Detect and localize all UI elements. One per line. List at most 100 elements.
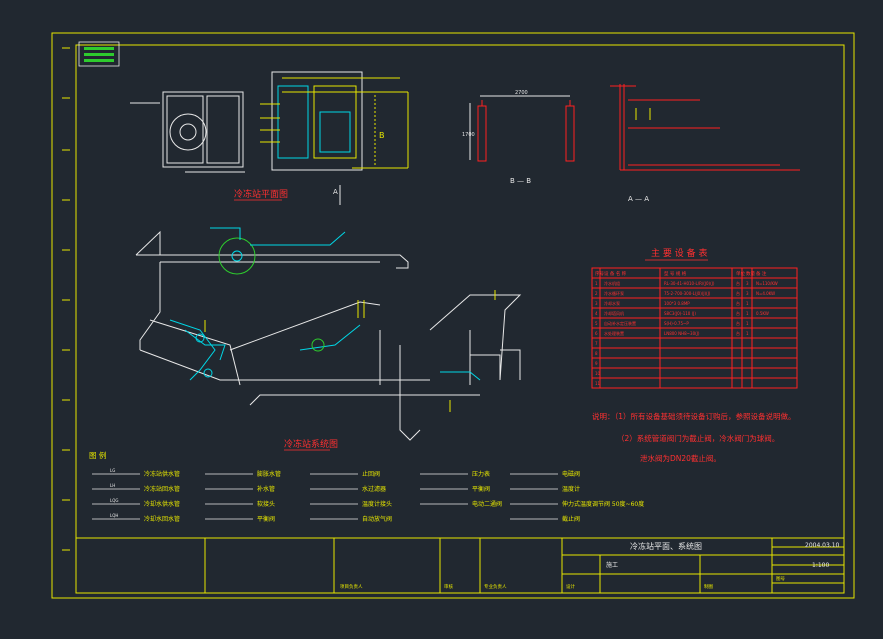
plan-section-label-b: B [379, 131, 385, 140]
field-review: 审核 [444, 583, 453, 590]
table-cell: 1 [746, 301, 749, 306]
legend-item-label: 平衡阀 [257, 515, 275, 523]
table-cell: 台 [736, 290, 740, 296]
legend-code: LQG [110, 498, 118, 503]
dim-1700: 1700 [462, 132, 475, 138]
legend-item-label: 膨胀水管 [257, 470, 281, 478]
table-cell: 8 [595, 351, 598, 356]
table-cell: S(H)-0.75~P [664, 321, 689, 326]
title-block[interactable]: 冷冻站平面、系统图 2004.03.10 1:100 施工 项目负责人 审核 专… [75, 537, 845, 594]
table-cell: 1 [746, 311, 749, 316]
table-cell: N=4.0KW [756, 291, 775, 296]
field-discipline-lead: 专业负责人 [484, 583, 507, 590]
plan-view-title: 冷冻站平面图 [234, 188, 288, 200]
table-header-cell: 数量 [746, 270, 755, 277]
table-cell: LN800 NH8~30(J) [664, 331, 700, 336]
legend-item-label: 伸力式温度调节阀 50度~60度 [562, 500, 644, 508]
table-cell: 冷却塔风机 [604, 310, 624, 316]
table-header-cell: 设 备 名 称 [604, 270, 627, 277]
system-diagram[interactable] [135, 227, 522, 441]
table-cell: 100*3 0.8MP [664, 301, 690, 306]
legend-item-label: 补水管 [257, 485, 275, 493]
legend-item-label: 自动放气阀 [362, 515, 392, 523]
table-cell: 3 [746, 291, 749, 296]
table-cell: 1 [746, 321, 749, 326]
section-aa-view[interactable] [610, 84, 800, 171]
legend-item-label: 冷冻站供水管 [144, 470, 180, 478]
table-cell: RL-30-41-H010-L/R/(J0)(J) [664, 281, 715, 286]
legend-item-label: 平衡阀 [472, 485, 490, 493]
table-cell: 台 [736, 330, 740, 336]
table-cell: 4 [595, 311, 598, 316]
drawing-scale: 1:100 [812, 562, 829, 569]
equipment-table-title: 主 要 设 备 表 [651, 247, 707, 259]
dim-2700: 2700 [515, 90, 528, 96]
table-cell: 台 [736, 320, 740, 326]
section-aa-label: A — A [628, 195, 649, 203]
legend-code: LQH [110, 513, 118, 518]
legend-title: 图 例 [89, 450, 106, 460]
table-header-cell: 单位 [736, 270, 745, 277]
table-cell: 6 [595, 331, 598, 336]
section-bb-view[interactable]: 2700 1700 [462, 90, 575, 162]
table-cell: 自动补水定压装置 [604, 320, 636, 326]
frame-ticks [62, 47, 70, 551]
legend-code: LG [110, 468, 115, 473]
drawing-frame [51, 32, 855, 599]
company-logo [78, 41, 120, 67]
notes-block: 说明：（1）所有设备基础须待设备订购后，参照设备说明做。 （2）系统管道阀门为截… [592, 411, 796, 463]
legend-code: LH [110, 483, 115, 488]
table-header-cell: 备 注 [756, 270, 767, 277]
table-cell: 台 [736, 300, 740, 306]
table-cell: S8C3(J0)-110 (J) [664, 311, 696, 316]
system-diagram-title: 冷冻站系统图 [284, 438, 338, 450]
plan-view[interactable]: B A [130, 71, 409, 205]
drawing-name: 冷冻站平面、系统图 [630, 541, 702, 551]
legend-item-label: 水过滤器 [362, 485, 386, 493]
legend-item-label: 压力表 [472, 470, 490, 478]
legend-item-label: 冷却水回水管 [144, 515, 180, 523]
drawing-date: 2004.03.10 [805, 542, 840, 549]
drawing-stage: 施工 [606, 561, 618, 569]
table-cell: 台 [736, 310, 740, 316]
table-cell: 2 [595, 291, 598, 296]
table-cell: 7 [595, 341, 598, 346]
table-cell: 冷水循环泵 [604, 290, 624, 296]
legend-item-label: 止回阀 [362, 470, 380, 478]
field-drawing-no: 图号 [776, 576, 785, 582]
table-row-lines [592, 277, 797, 389]
field-project-lead: 项目负责人 [340, 583, 363, 590]
note-line-1: 说明：（1）所有设备基础须待设备订购后，参照设备说明做。 [592, 411, 796, 421]
note-line-2: （2）系统管道阀门为截止阀，冷水阀门为球阀。 [617, 433, 779, 443]
legend-item-label: 温度计接头 [362, 500, 392, 508]
table-cell: 台 [736, 280, 740, 286]
table-cell: N=110/KW [756, 281, 778, 286]
plan-section-label-a: A [333, 188, 338, 196]
table-cell: 3 [595, 301, 598, 306]
table-cell: 75-2-700-300-L(J0)(J)(J) [664, 291, 711, 296]
table-cell: 3 [746, 281, 749, 286]
table-cell: 10 [595, 371, 601, 376]
table-cell: 5 [595, 321, 598, 326]
legend-item-label: 冷却水供水管 [144, 500, 180, 508]
table-header-cell: 型 号 规 格 [664, 270, 687, 277]
legend-item-label: 温度计 [562, 485, 580, 493]
table-cell: 冷水机组 [604, 280, 620, 286]
table-cell: 1 [595, 281, 598, 286]
legend-item-label: 电动二通阀 [472, 500, 502, 508]
table-cell: 冷却水泵 [604, 300, 620, 306]
table-cell: 0.5KW [756, 311, 769, 316]
table-cell: 1 [746, 331, 749, 336]
field-drafting: 制图 [704, 583, 713, 590]
legend-item-label: 软接头 [257, 500, 275, 508]
legend-item-label: 截止阀 [562, 515, 580, 523]
legend-item-label: 冷冻站回水管 [144, 485, 180, 493]
table-cell: 9 [595, 361, 598, 366]
legend-item-label: 电磁阀 [562, 470, 580, 478]
legend-block: 图 例 LG 冷冻站供水管 LH 冷冻站回水管 LQG 冷却水供水管 LQH 冷却水回水管 膨胀… [89, 450, 644, 523]
section-bb-label: B — B [510, 177, 531, 185]
table-cell: 11 [595, 381, 601, 386]
field-design: 设计 [566, 583, 575, 590]
